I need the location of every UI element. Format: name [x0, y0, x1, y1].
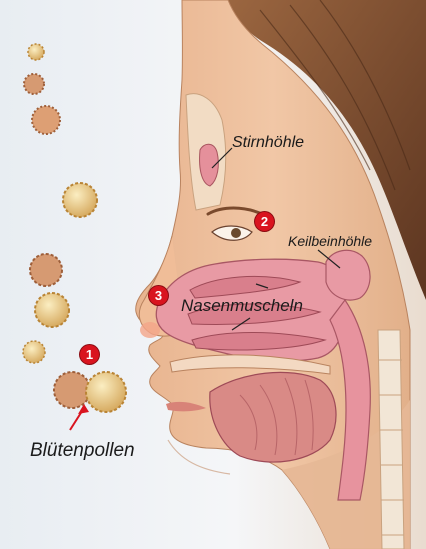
pollen-grain [63, 183, 97, 217]
pollen-grain [86, 372, 126, 412]
spine [378, 330, 404, 549]
label-nasenmuscheln: Nasenmuscheln [181, 296, 303, 316]
pollen-grain [24, 74, 44, 94]
label-keilbeinhoehle: Keilbeinhöhle [288, 233, 372, 249]
pollen-grain [23, 341, 45, 363]
pollen-grain [28, 44, 44, 60]
marker-3: 3 [149, 286, 168, 305]
marker-2: 2 [255, 212, 274, 231]
pollen-grain [32, 106, 60, 134]
label-bluetenpollen: Blütenpollen [30, 440, 135, 462]
pollen-grain [54, 372, 90, 408]
pollen-grain [30, 254, 62, 286]
iris [231, 228, 241, 238]
nostril-tip [140, 322, 160, 338]
label-stirnhoehle: Stirnhöhle [232, 134, 304, 152]
sphenoid-sinus [326, 250, 370, 300]
pollen-grain [35, 293, 69, 327]
marker-1: 1 [80, 345, 99, 364]
